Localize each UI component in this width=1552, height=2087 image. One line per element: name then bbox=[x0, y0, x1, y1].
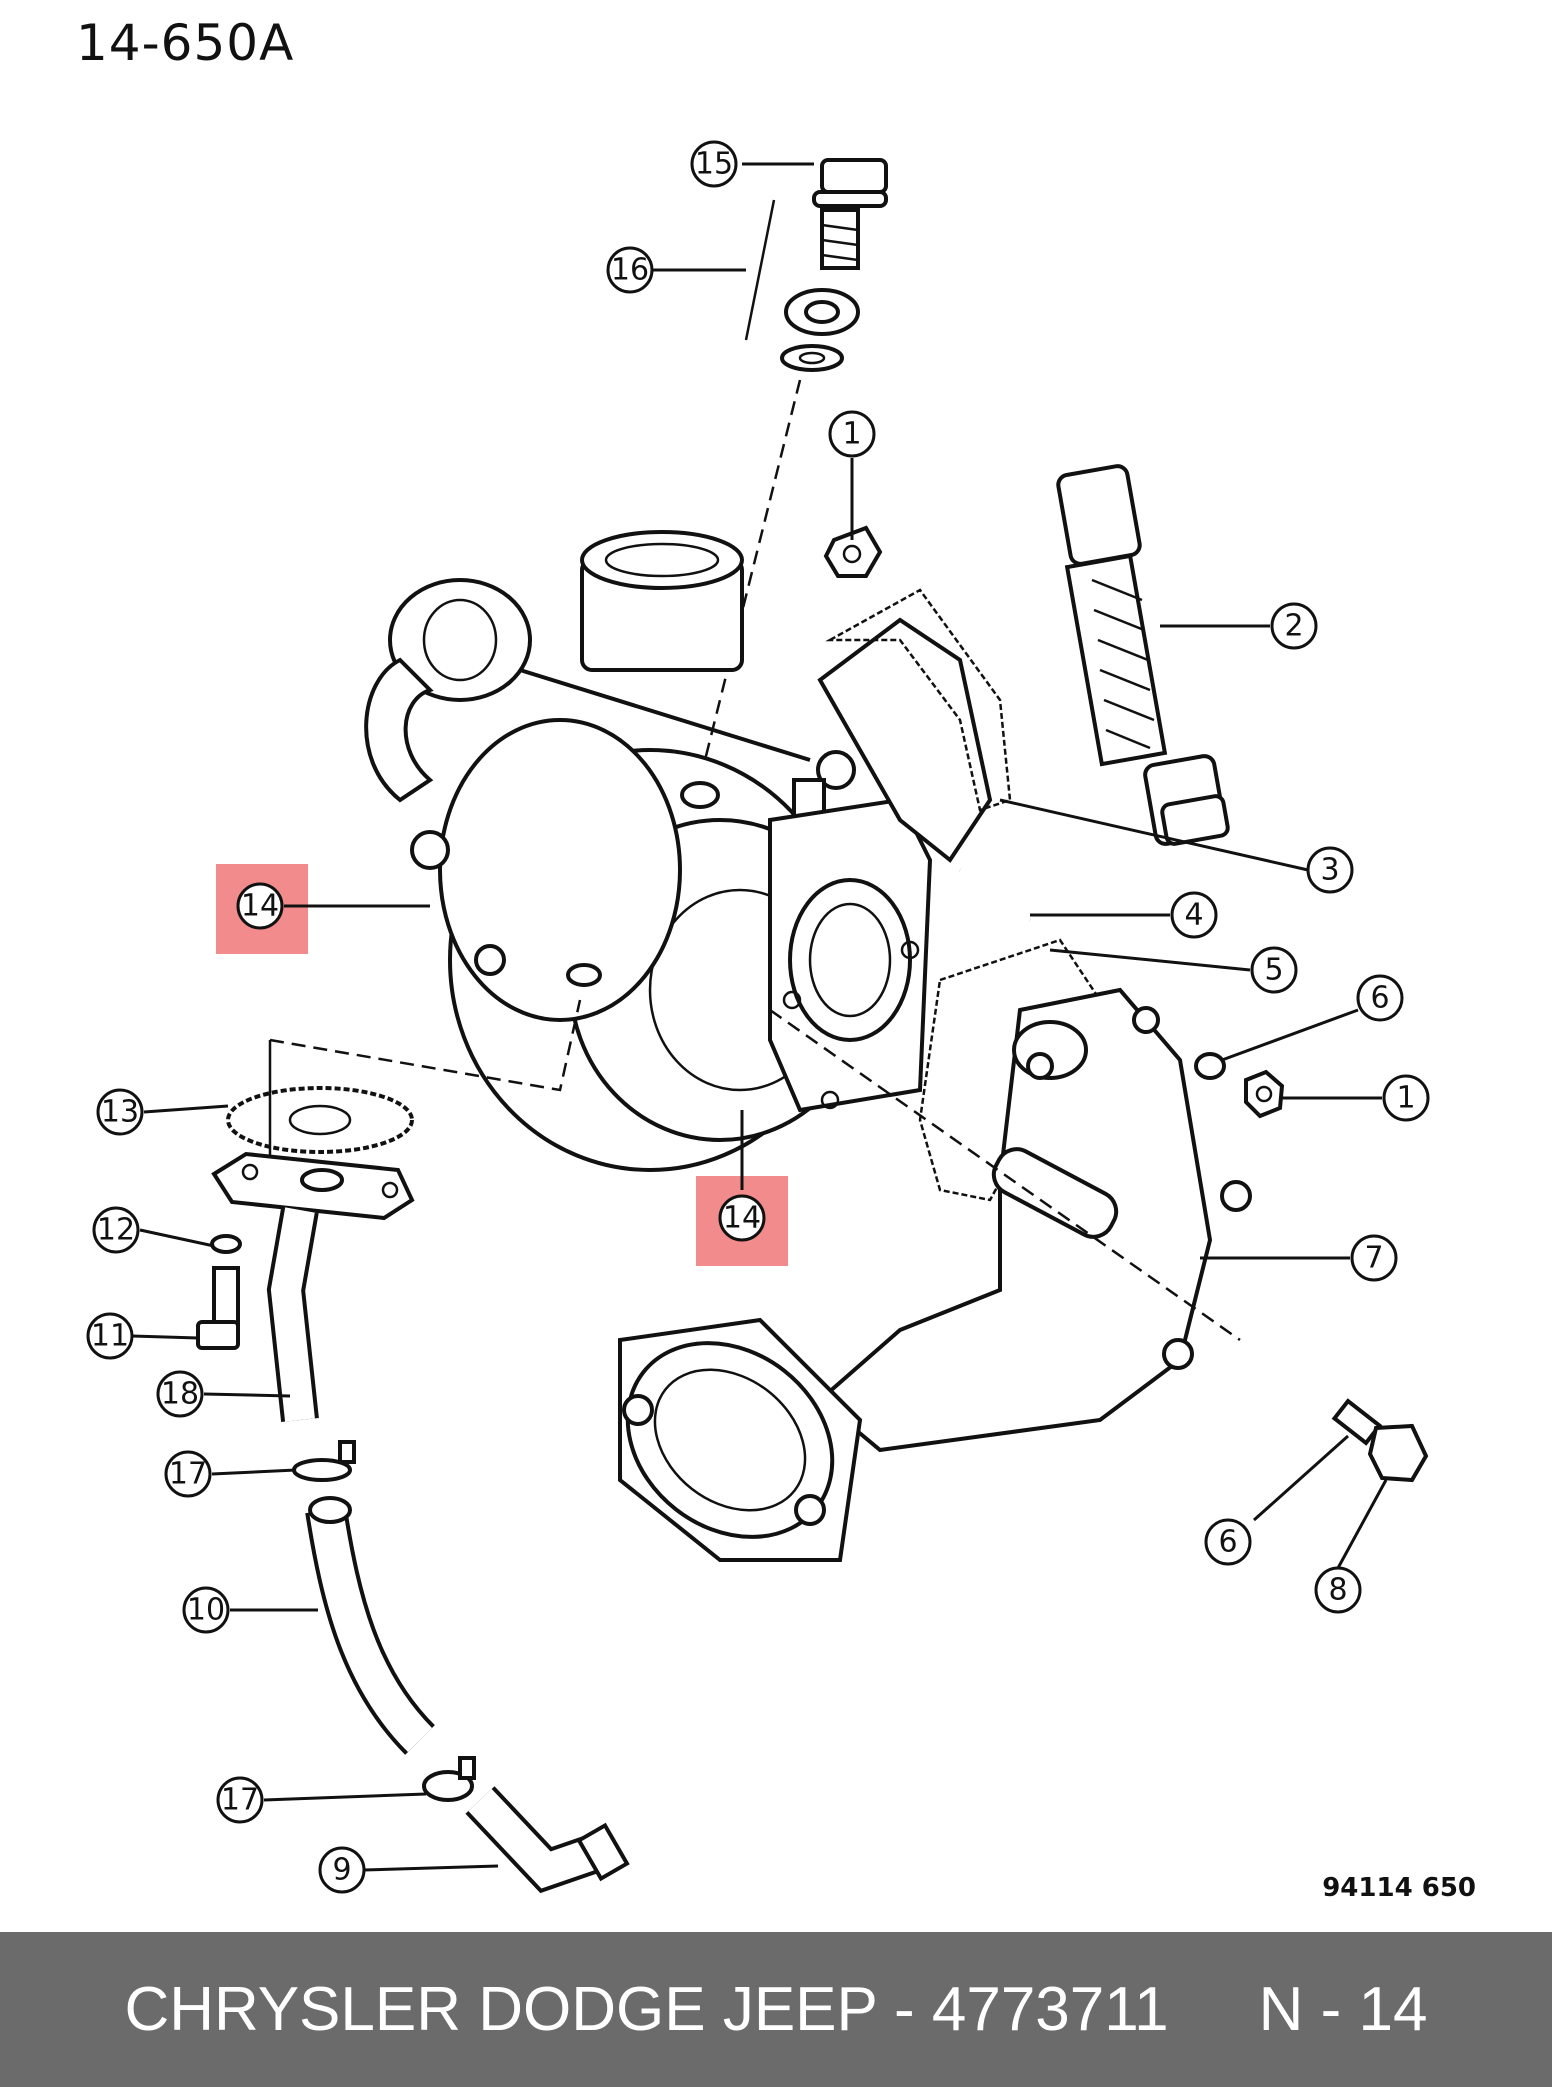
oil-return-tube-upper bbox=[266, 1206, 319, 1423]
callout-12: 12 bbox=[92, 1206, 140, 1254]
callout-9: 9 bbox=[318, 1846, 366, 1894]
bolt-axis-line bbox=[698, 379, 802, 781]
callout-12-label: 12 bbox=[97, 1213, 135, 1248]
callout-1-right-label: 1 bbox=[1396, 1081, 1415, 1116]
callout-10-label: 10 bbox=[187, 1593, 225, 1628]
callout-17-lower-label: 17 bbox=[221, 1783, 259, 1818]
callout-6-lower-label: 6 bbox=[1218, 1525, 1237, 1560]
oil-return-gasket bbox=[226, 1086, 414, 1154]
stud-axis-line bbox=[769, 1008, 1241, 1342]
exploded-parts-diagram: 15 16 1 2 3 4 5 6 1 7 14 14 13 12 11 18 … bbox=[86, 140, 1430, 1894]
banjo-fitting bbox=[780, 288, 860, 372]
gasket-lower bbox=[918, 938, 1102, 1202]
nut-top bbox=[823, 525, 883, 578]
callout-18: 18 bbox=[156, 1370, 204, 1418]
callout-14-bottom-label: 14 bbox=[723, 1201, 761, 1236]
callout-17-lower: 17 bbox=[216, 1776, 264, 1824]
hose-clamp-lower bbox=[422, 1756, 476, 1802]
callout-13: 13 bbox=[96, 1088, 144, 1136]
callout-6-right: 6 bbox=[1356, 974, 1404, 1022]
callout-4-label: 4 bbox=[1184, 898, 1203, 933]
callout-17-upper-label: 17 bbox=[169, 1457, 207, 1492]
callout-6-right-label: 6 bbox=[1370, 981, 1389, 1016]
bolt-lower-right bbox=[1238, 1337, 1429, 1483]
callout-15-label: 15 bbox=[695, 147, 733, 182]
footer-brand-part-number: CHRYSLER DODGE JEEP - 4773711 bbox=[124, 1975, 1169, 2044]
turbocharger bbox=[364, 530, 993, 1172]
callout-1-top: 1 bbox=[828, 410, 876, 458]
callout-4: 4 bbox=[1170, 891, 1218, 939]
callout-16-label: 16 bbox=[611, 253, 649, 288]
exhaust-elbow bbox=[618, 987, 1252, 1562]
callout-3-label: 3 bbox=[1320, 853, 1339, 888]
callout-14-left: 14 bbox=[236, 882, 284, 930]
washer-right bbox=[1194, 1052, 1226, 1080]
washer-small bbox=[210, 1234, 242, 1254]
diagram-title: 14-650A bbox=[76, 14, 295, 72]
callout-18-label: 18 bbox=[161, 1377, 199, 1412]
callout-5: 5 bbox=[1250, 946, 1298, 994]
oil-return-flange bbox=[211, 1151, 415, 1221]
callout-7: 7 bbox=[1350, 1234, 1398, 1282]
leader-lines bbox=[131, 162, 1388, 1872]
callout-2-label: 2 bbox=[1284, 609, 1303, 644]
callout-17-upper: 17 bbox=[164, 1450, 212, 1498]
oil-feed-bolt bbox=[812, 158, 888, 270]
stud bbox=[958, 867, 1032, 923]
callout-2: 2 bbox=[1270, 602, 1318, 650]
callout-14-bottom: 14 bbox=[718, 1194, 766, 1242]
callout-8-label: 8 bbox=[1328, 1573, 1347, 1608]
hose-clamp-upper bbox=[292, 1440, 356, 1482]
callout-15: 15 bbox=[690, 140, 738, 188]
bracket-16 bbox=[744, 199, 776, 341]
bolt-small bbox=[196, 1266, 240, 1350]
callout-7-label: 7 bbox=[1364, 1241, 1383, 1276]
nut-right bbox=[1244, 1069, 1285, 1119]
elbow-fitting bbox=[465, 1786, 630, 1894]
callout-9-label: 9 bbox=[332, 1853, 351, 1888]
callout-5-label: 5 bbox=[1264, 953, 1283, 988]
return-axis-line bbox=[269, 999, 582, 1092]
callout-16: 16 bbox=[606, 246, 654, 294]
callout-11-label: 11 bbox=[91, 1319, 129, 1354]
oil-feed-pipe bbox=[855, 274, 1230, 846]
callout-13-label: 13 bbox=[101, 1095, 139, 1130]
callout-3: 3 bbox=[1306, 846, 1354, 894]
callout-11: 11 bbox=[86, 1312, 134, 1360]
drawing-number: 94114 650 bbox=[1322, 1873, 1476, 1903]
callout-14-left-label: 14 bbox=[241, 889, 279, 924]
oil-return-hose bbox=[305, 1496, 436, 1755]
footer-bar: CHRYSLER DODGE JEEP - 4773711 N - 14 bbox=[0, 1932, 1552, 2087]
callout-6-lower: 6 bbox=[1204, 1518, 1252, 1566]
callout-1-top-label: 1 bbox=[842, 417, 861, 452]
footer-page-ref: N - 14 bbox=[1258, 1975, 1428, 2044]
gasket-upper bbox=[825, 588, 1012, 812]
callout-8: 8 bbox=[1314, 1566, 1362, 1614]
callout-10: 10 bbox=[182, 1586, 230, 1634]
callout-1-right: 1 bbox=[1382, 1074, 1430, 1122]
